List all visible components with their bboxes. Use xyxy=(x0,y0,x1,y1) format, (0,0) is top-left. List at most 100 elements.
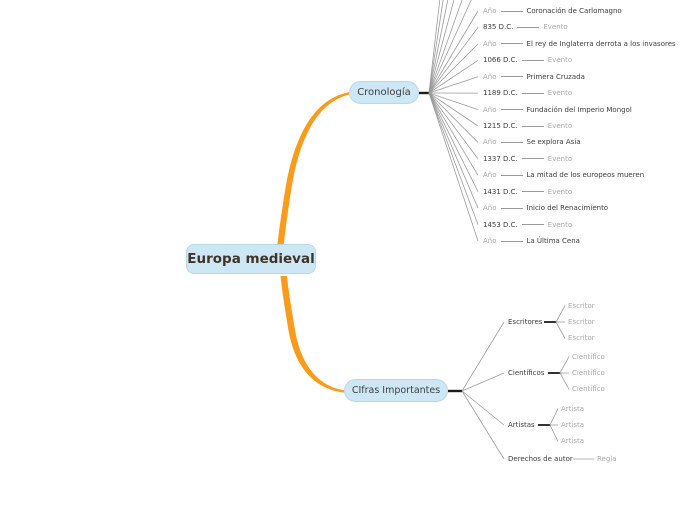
connector-line xyxy=(428,92,479,176)
connector-line xyxy=(428,92,479,242)
category-child-node[interactable]: Artista xyxy=(561,437,585,446)
timeline-event-label[interactable]: Coronación de Carlomagno xyxy=(526,7,622,15)
row-connector xyxy=(521,224,544,226)
timeline-row: 1337 D.C. Evento xyxy=(483,154,572,164)
connector-line xyxy=(428,92,479,225)
timeline-row: Año El rey de Inglaterra derrota a los in… xyxy=(483,39,676,49)
row-connector xyxy=(500,10,523,12)
row-connector xyxy=(500,76,523,78)
row-connector xyxy=(521,59,544,61)
connector-line xyxy=(549,408,559,426)
timeline-year-label[interactable]: 1189 D.C. xyxy=(483,89,518,98)
connector-line xyxy=(555,305,566,323)
row-connector xyxy=(521,125,544,127)
category-node[interactable]: Derechos de autor xyxy=(508,455,573,463)
timeline-event-label[interactable]: Evento xyxy=(547,56,573,65)
connector-line xyxy=(428,92,479,160)
node-root[interactable]: Europa medieval xyxy=(186,244,316,274)
timeline-year-label[interactable]: Año xyxy=(483,138,497,147)
row-connector xyxy=(521,191,544,193)
row-connector xyxy=(500,207,523,209)
node-cifras[interactable]: CIfras Importantes xyxy=(344,379,448,402)
connector-line xyxy=(428,59,479,94)
row-connector xyxy=(521,92,544,94)
connector-line xyxy=(428,92,479,192)
timeline-row: Año Primera Cruzada xyxy=(483,72,585,82)
timeline-year-label[interactable]: 1431 D.C. xyxy=(483,187,518,196)
category-node[interactable]: Científicos xyxy=(508,369,545,377)
timeline-row: 1215 D.C. Evento xyxy=(483,121,572,131)
category-child-node[interactable]: Regla xyxy=(597,455,617,463)
connector-line xyxy=(428,92,479,143)
connector-line xyxy=(428,92,479,209)
connector-line xyxy=(559,356,570,374)
timeline-row: Año La Última Cena xyxy=(483,236,580,246)
connector-line xyxy=(428,43,479,94)
timeline-event-label[interactable]: Evento xyxy=(547,154,573,163)
connector-line xyxy=(461,390,505,426)
connector-line xyxy=(461,372,505,392)
timeline-year-label[interactable]: 1215 D.C. xyxy=(483,122,518,130)
timeline-event-label[interactable]: Evento xyxy=(547,89,573,98)
connector-line xyxy=(555,321,566,339)
timeline-event-label[interactable]: Inicio del Renacimiento xyxy=(526,204,609,213)
timeline-year-label[interactable]: 1453 D.C. xyxy=(483,220,518,229)
timeline-row: 1189 D.C. Evento xyxy=(483,88,572,98)
timeline-row: Año Fundación del Imperio Mongol xyxy=(483,105,632,115)
connector-line xyxy=(428,0,441,94)
category-child-node[interactable]: Científico xyxy=(572,352,605,361)
connector-line xyxy=(428,0,444,94)
category-node[interactable]: Escritores xyxy=(508,318,543,326)
connector-line xyxy=(461,390,505,460)
connector-line xyxy=(428,10,479,94)
connector-line xyxy=(428,76,479,94)
category-child-node[interactable]: Artista xyxy=(561,421,585,429)
timeline-row: 1431 D.C. Evento xyxy=(483,187,572,197)
timeline-year-label[interactable]: 1337 D.C. xyxy=(483,154,518,163)
timeline-row: Año Inicio del Renacimiento xyxy=(483,203,608,213)
timeline-year-label[interactable]: Año xyxy=(483,72,497,81)
timeline-event-label[interactable]: El rey de Inglaterra derrota a los invas… xyxy=(526,39,676,48)
timeline-event-label[interactable]: Se explora Asia xyxy=(526,138,581,147)
timeline-year-label[interactable]: Año xyxy=(483,7,497,15)
timeline-year-label[interactable]: Año xyxy=(483,105,497,114)
category-child-node[interactable]: Escritor xyxy=(568,318,595,326)
node-cronologia[interactable]: Cronología xyxy=(349,81,419,104)
category-child-node[interactable]: Artista xyxy=(561,404,585,413)
timeline-row: Año Coronación de Carlomagno xyxy=(483,6,622,16)
row-connector xyxy=(517,26,540,28)
timeline-row: 1066 D.C. Evento xyxy=(483,55,572,65)
timeline-event-label[interactable]: Evento xyxy=(547,220,573,229)
category-node[interactable]: Artistas xyxy=(508,421,535,429)
timeline-event-label[interactable]: La mitad de los europeos mueren xyxy=(526,171,645,180)
timeline-year-label[interactable]: 1066 D.C. xyxy=(483,56,518,65)
category-child-node[interactable]: Escritor xyxy=(568,301,595,310)
connector-line xyxy=(428,27,479,94)
branch-cronologia-curve xyxy=(277,92,349,248)
category-child-node[interactable]: Escritor xyxy=(568,334,595,343)
timeline-event-label[interactable]: Fundación del Imperio Mongol xyxy=(526,105,632,114)
category-child-node[interactable]: Científico xyxy=(572,369,605,377)
timeline-year-label[interactable]: Año xyxy=(483,39,497,48)
row-connector xyxy=(500,109,523,111)
row-connector xyxy=(500,43,523,45)
timeline-row: 1453 D.C. Evento xyxy=(483,220,572,230)
category-child-node[interactable]: Científico xyxy=(572,385,605,394)
timeline-year-label[interactable]: 835 D.C. xyxy=(483,23,514,32)
connector-line xyxy=(559,372,570,390)
timeline-event-label[interactable]: Evento xyxy=(547,122,573,130)
connector-line xyxy=(428,92,479,110)
timeline-event-label[interactable]: Evento xyxy=(547,187,573,196)
timeline-year-label[interactable]: Año xyxy=(483,204,497,213)
timeline-event-label[interactable]: La Última Cena xyxy=(526,237,580,246)
timeline-row: Año La mitad de los europeos mueren xyxy=(483,170,644,180)
connector-line xyxy=(428,92,479,127)
timeline-event-label[interactable]: Primera Cruzada xyxy=(526,72,585,81)
connector-line xyxy=(461,321,505,392)
timeline-year-label[interactable]: Año xyxy=(483,171,497,180)
timeline-year-label[interactable]: Año xyxy=(483,237,497,246)
timeline-event-label[interactable]: Evento xyxy=(543,23,568,32)
connector-line xyxy=(549,424,559,442)
row-connector xyxy=(500,174,523,176)
